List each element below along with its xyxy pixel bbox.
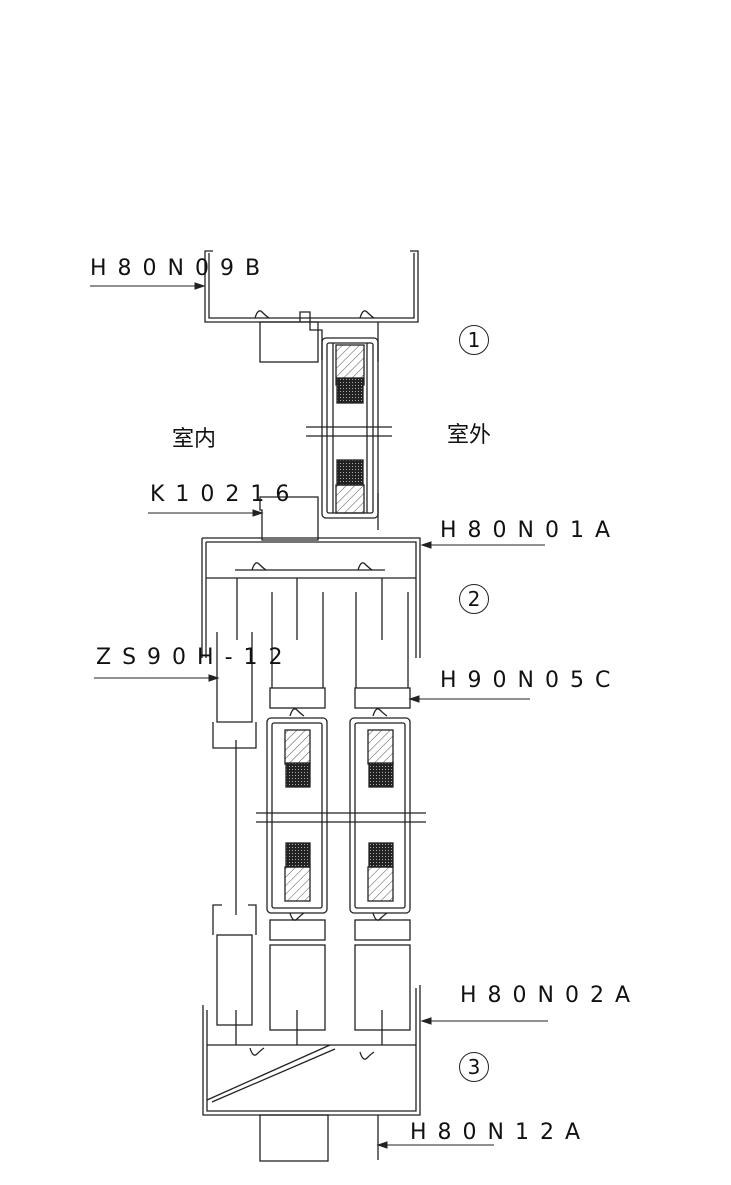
label-indoor: 室内 <box>172 427 217 452</box>
label-outdoor: 室外 <box>447 423 492 448</box>
bracket-k10216 <box>259 496 319 541</box>
screen-zs90h-12 <box>212 632 257 1026</box>
label-h80n02a: H80N02A <box>460 983 642 1008</box>
section-marker-3: 3 <box>459 1052 489 1082</box>
label-h80n09b: H80N09B <box>90 256 272 281</box>
label-h80n01a: H80N01A <box>440 518 622 543</box>
leader-lines <box>90 282 548 1149</box>
top-frame-h80n09b <box>204 250 419 530</box>
label-k10216: K10216 <box>150 482 301 507</box>
section-marker-1: 1 <box>459 325 489 355</box>
sash-right <box>349 687 411 921</box>
label-h80n12a: H80N12A <box>410 1120 592 1145</box>
head-frame-h80n01a <box>201 537 421 688</box>
label-h90n05c: H90N05C <box>440 668 622 693</box>
section-marker-2: 2 <box>459 584 489 614</box>
sash-left <box>266 687 328 921</box>
sill-h80n02a <box>202 985 421 1162</box>
label-zs90h-12: ZS90H-12 <box>96 645 294 670</box>
